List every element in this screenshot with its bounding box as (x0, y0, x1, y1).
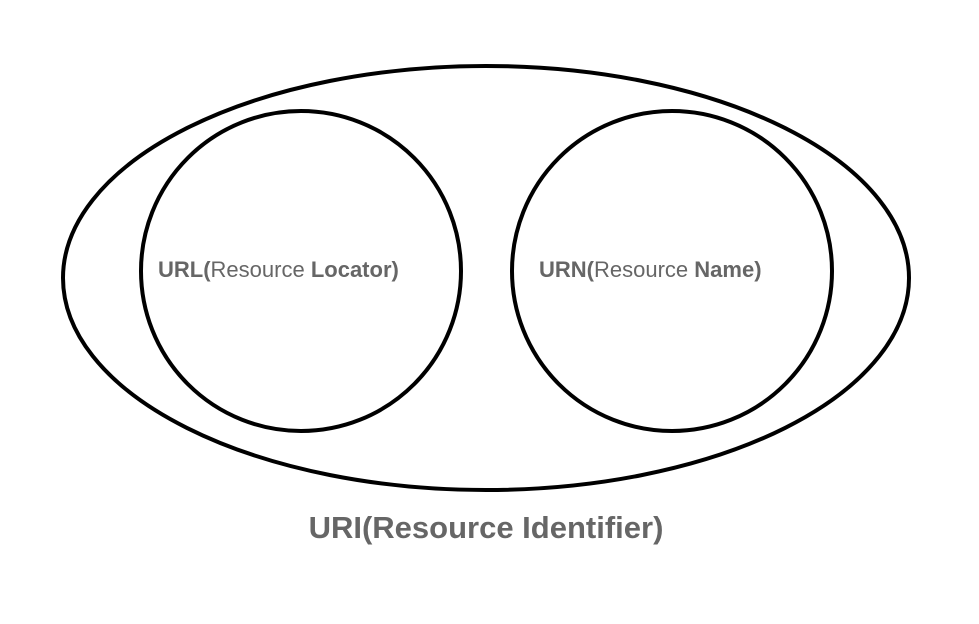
uri-label: URI(Resource Identifier) (0, 510, 979, 546)
url-word-resource: Resource (210, 257, 311, 282)
uri-name: Resource Identifier (372, 510, 654, 545)
urn-suffix: ) (754, 257, 762, 282)
uri-suffix: ) (653, 510, 664, 545)
urn-prefix: URN( (539, 257, 594, 282)
url-circle (139, 109, 463, 433)
url-word-locator: Locator (310, 257, 392, 282)
url-label: URL(Resource Locator) (158, 257, 399, 283)
url-suffix: ) (391, 257, 399, 282)
url-prefix: URL( (158, 257, 211, 282)
urn-label: URN(Resource Name) (539, 257, 762, 283)
uri-outer-ellipse (61, 64, 911, 492)
urn-word-name: Name (694, 257, 755, 282)
urn-circle (510, 109, 834, 433)
urn-word-resource: Resource (594, 257, 695, 282)
uri-prefix: URI( (308, 510, 373, 545)
